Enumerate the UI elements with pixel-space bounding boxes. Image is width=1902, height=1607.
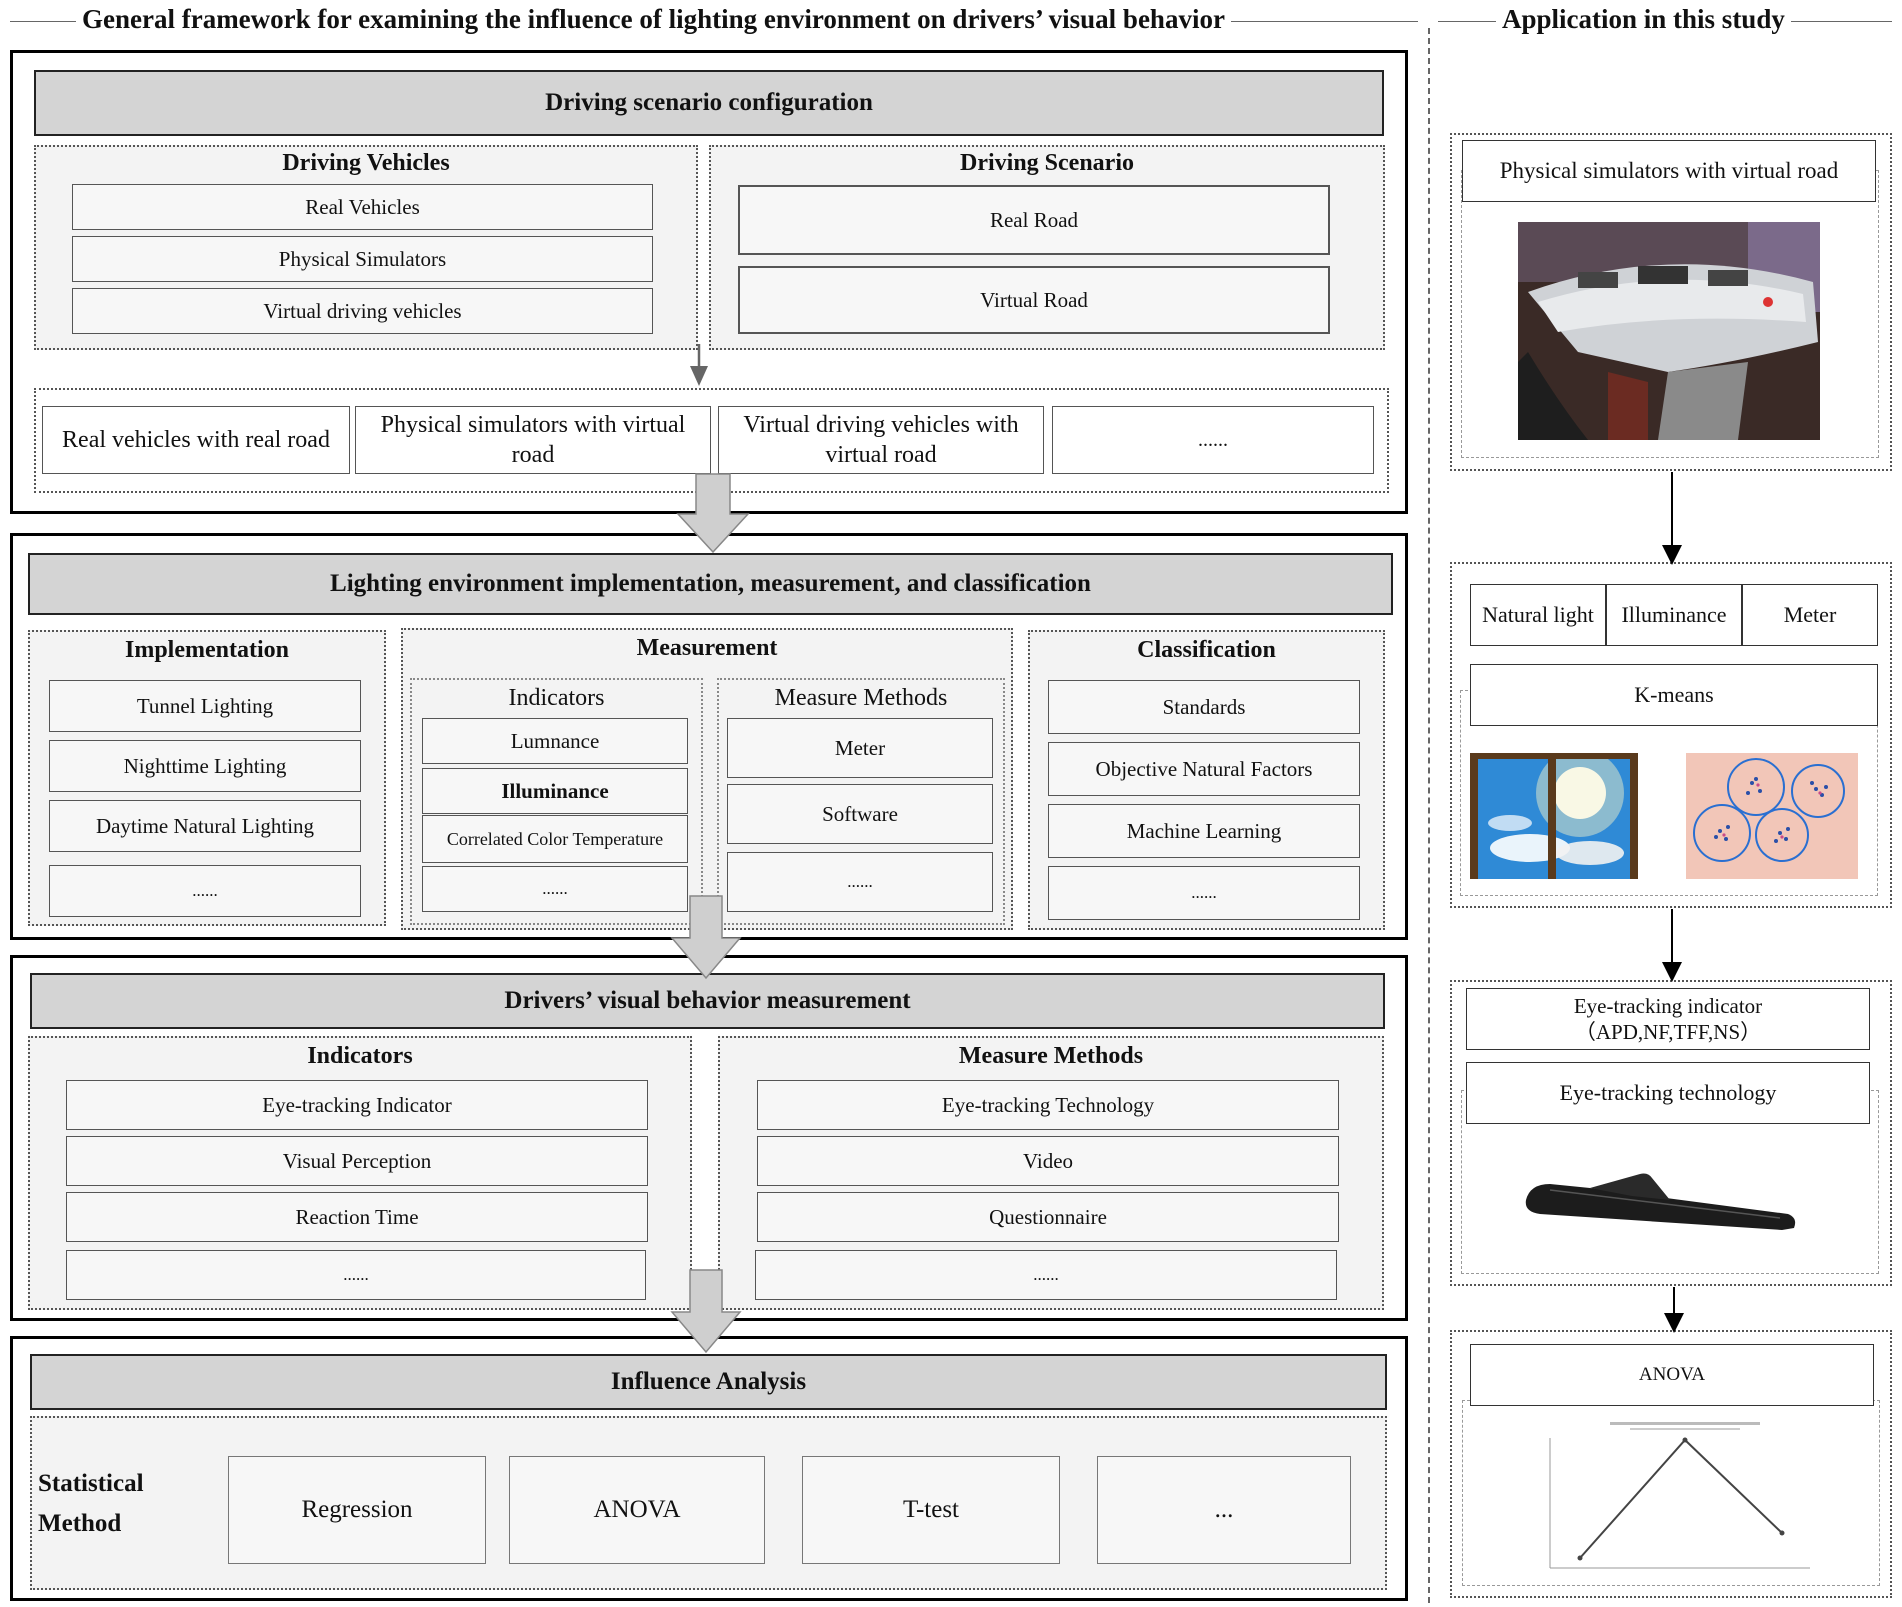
combination-item: Real vehicles with real road (42, 406, 350, 474)
behavior-method: Eye-tracking Technology (757, 1080, 1339, 1130)
statistical-method-item: ... (1097, 1456, 1351, 1564)
behavior-indicator: Eye-tracking Indicator (66, 1080, 648, 1130)
behavior-method: Questionnaire (757, 1192, 1339, 1242)
right-anova-label: ANOVA (1470, 1344, 1874, 1406)
implementation-item: Daytime Natural Lighting (49, 800, 361, 852)
column-divider (1428, 28, 1430, 1603)
right-kmeans-label: K-means (1470, 664, 1878, 726)
right-eye-indicator-label: Eye-tracking indicator （APD,NF,TFF,NS） (1466, 988, 1870, 1050)
right-panel-simulator (1450, 133, 1892, 471)
behavior-indicator: ...... (66, 1250, 646, 1300)
measurement-indicator: ...... (422, 866, 688, 912)
measurement-methods-title: Measure Methods (774, 685, 948, 711)
vehicle-item: Physical Simulators (72, 236, 653, 282)
block-arrow-1 (676, 473, 750, 554)
kmeans-cluster-plot (1686, 753, 1858, 879)
eye-tracker-device-image (1525, 1173, 1796, 1230)
block-arrow-3 (670, 1269, 742, 1354)
implementation-item: ...... (49, 865, 361, 917)
implementation-item: Nighttime Lighting (49, 740, 361, 792)
right-title: Application in this study (1496, 4, 1791, 35)
combination-item: Physical simulators with virtual road (355, 406, 711, 474)
measurement-indicator: Illuminance (422, 768, 688, 814)
scenario-item: Real Road (738, 185, 1330, 255)
driving-vehicles-title: Driving Vehicles (282, 150, 450, 176)
section1-header: Driving scenario configuration (34, 70, 1384, 136)
scenario-item: Virtual Road (738, 266, 1330, 334)
behavior-methods-title: Measure Methods (958, 1043, 1144, 1069)
behavior-method: ...... (755, 1250, 1337, 1300)
left-title: General framework for examining the infl… (76, 4, 1231, 35)
vehicle-item: Virtual driving vehicles (72, 288, 653, 334)
statistical-method-item: ANOVA (509, 1456, 765, 1564)
right-cell: Illuminance (1606, 584, 1742, 646)
driving-scenario-title: Driving Scenario (960, 150, 1134, 176)
behavior-method: Video (757, 1136, 1339, 1186)
measurement-method: Software (727, 784, 993, 844)
behavior-indicator: Visual Perception (66, 1136, 648, 1186)
behavior-indicator: Reaction Time (66, 1192, 648, 1242)
right-cell: Natural light (1470, 584, 1606, 646)
implementation-title: Implementation (125, 637, 289, 663)
behavior-indicators-title: Indicators (307, 1043, 413, 1069)
section4-header: Influence Analysis (30, 1354, 1387, 1410)
combination-item: ...... (1052, 406, 1374, 474)
classification-item: Standards (1048, 680, 1360, 734)
section2-header: Lighting environment implementation, mea… (28, 553, 1393, 615)
measurement-indicator: Lumnance (422, 718, 688, 764)
implementation-item: Tunnel Lighting (49, 680, 361, 732)
block-arrow-2 (670, 895, 742, 980)
classification-item: Objective Natural Factors (1048, 742, 1360, 796)
measurement-indicators-title: Indicators (508, 685, 605, 711)
simulator-cab-image (1518, 222, 1820, 440)
right-simulator-label: Physical simulators with virtual road (1462, 140, 1876, 202)
sky-window-image (1470, 753, 1638, 879)
right-eye-tech-label: Eye-tracking technology (1466, 1062, 1870, 1124)
section3-header: Drivers’ visual behavior measurement (30, 973, 1385, 1029)
anova-mini-line-chart (1549, 1422, 1810, 1569)
right-cell: Meter (1742, 584, 1878, 646)
classification-title: Classification (1137, 637, 1276, 663)
classification-item: Machine Learning (1048, 804, 1360, 858)
measurement-method: Meter (727, 718, 993, 778)
small-arrow-head (690, 366, 708, 386)
statistical-method-label: Statistical Method (38, 1470, 144, 1537)
vehicle-item: Real Vehicles (72, 184, 653, 230)
classification-item: ...... (1048, 866, 1360, 920)
measurement-methods-panel (717, 678, 1005, 925)
measurement-indicator: Correlated Color Temperature (422, 815, 688, 863)
measurement-title: Measurement (636, 635, 778, 661)
measurement-indicators-panel (410, 678, 703, 925)
combination-item: Virtual driving vehicles with virtual ro… (718, 406, 1044, 474)
statistical-method-item: Regression (228, 1456, 486, 1564)
statistical-method-item: T-test (802, 1456, 1060, 1564)
measurement-method: ...... (727, 852, 993, 912)
